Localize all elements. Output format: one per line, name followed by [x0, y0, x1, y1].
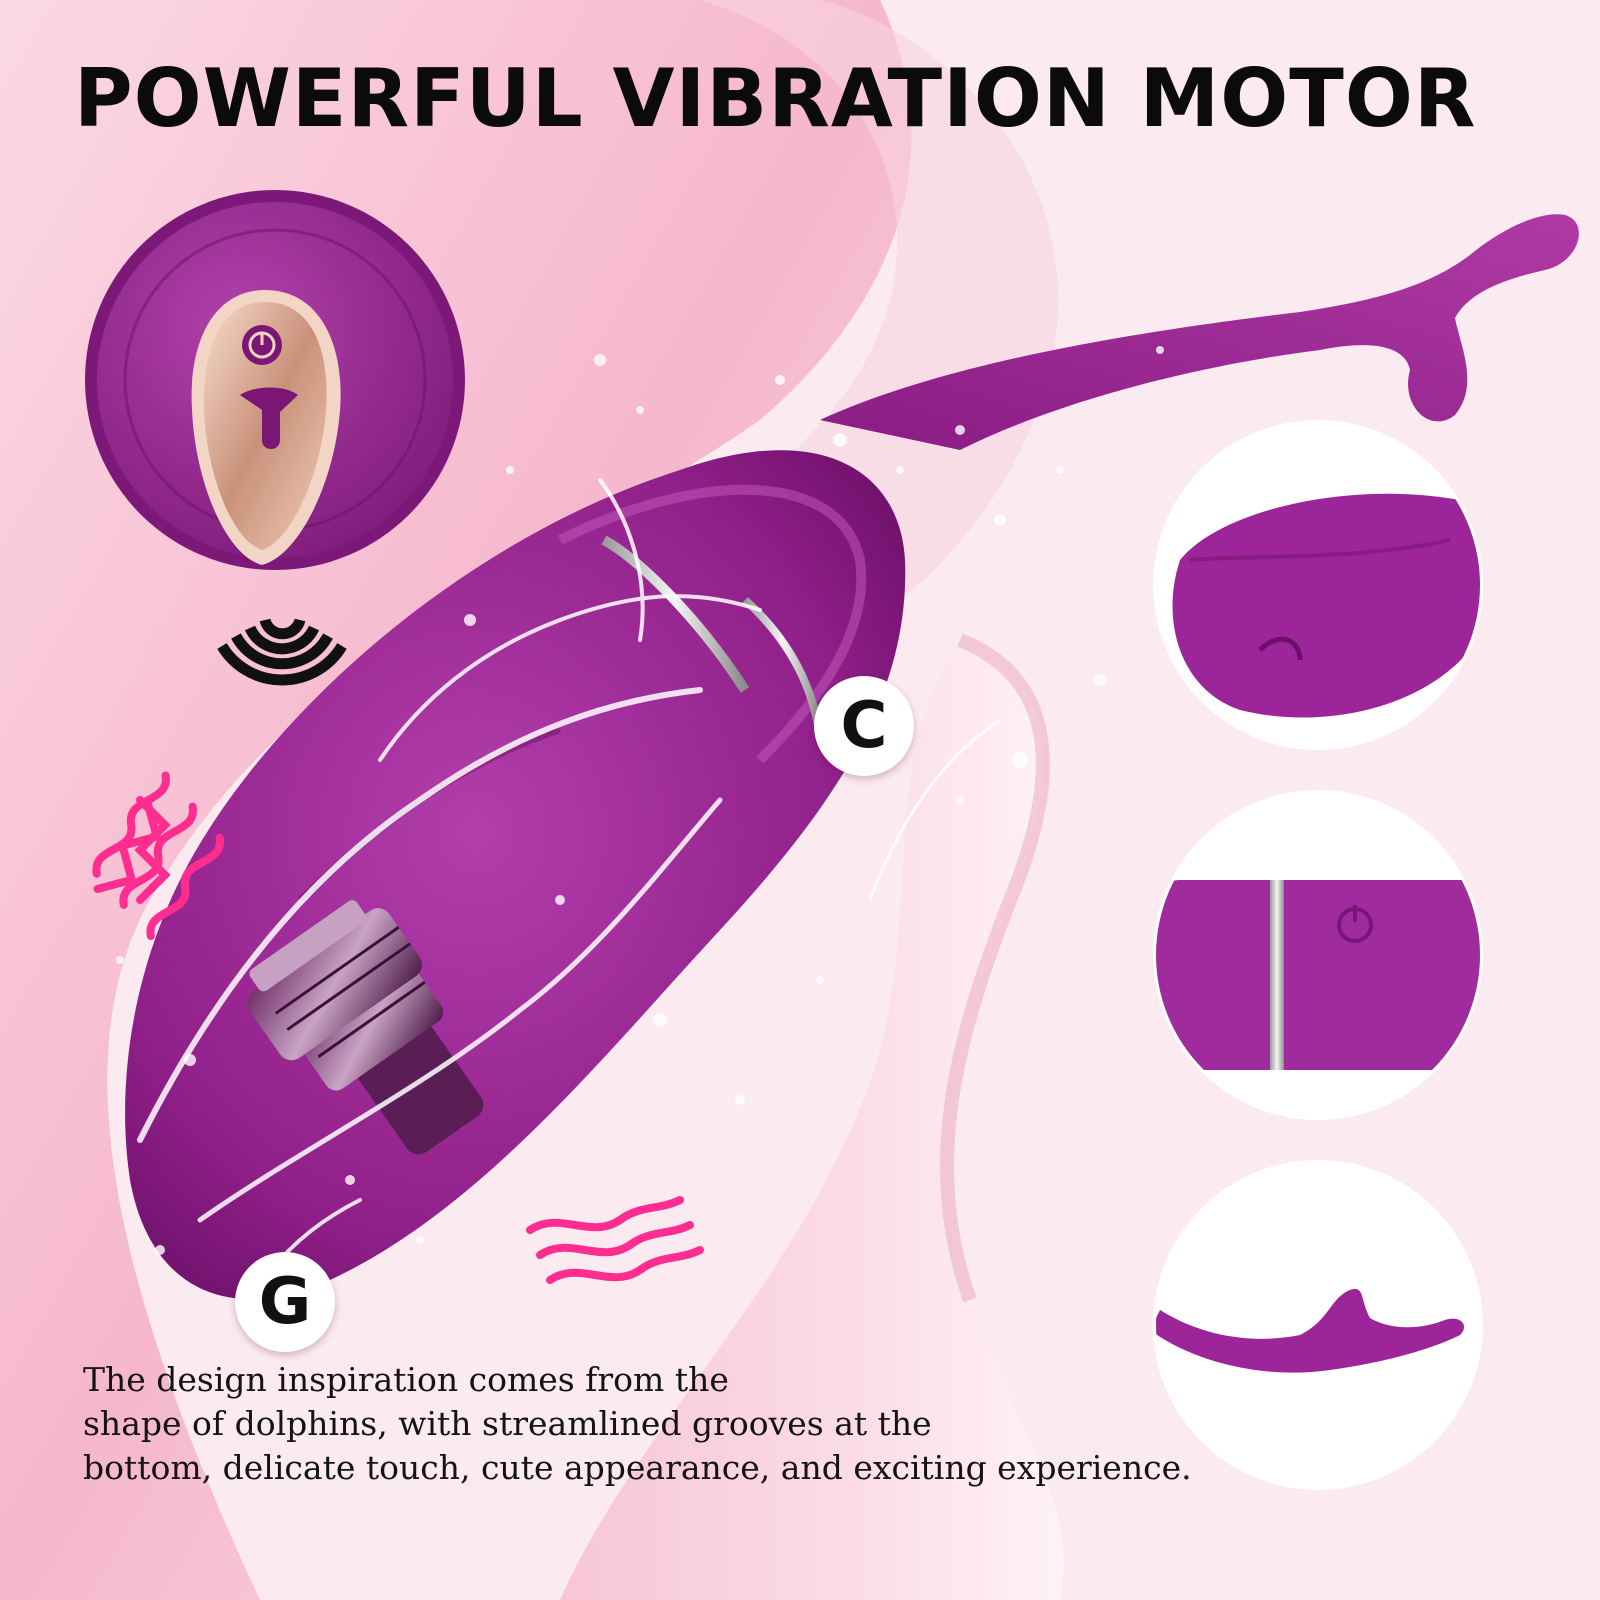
wireless-signal-icon — [217, 618, 347, 686]
c-spot-label: C — [840, 689, 888, 763]
detail-circle-top — [1153, 420, 1483, 750]
remote-control — [85, 190, 465, 570]
description-line: The design inspiration comes from the — [83, 1360, 729, 1399]
detail-circle-bottom — [1153, 1160, 1483, 1490]
description-line: bottom, delicate touch, cute appearance,… — [83, 1448, 1192, 1487]
description-line: shape of dolphins, with streamlined groo… — [83, 1404, 932, 1443]
g-spot-label: G — [258, 1265, 312, 1339]
g-spot-marker: G — [235, 1252, 335, 1352]
description: The design inspiration comes from the sh… — [83, 1358, 1203, 1490]
detail-circle-middle — [1153, 790, 1483, 1120]
water-droplets — [116, 346, 1164, 1345]
headline: POWERFUL VIBRATION MOTOR — [74, 52, 1477, 145]
c-spot-marker: C — [814, 676, 914, 776]
vibration-wave-icon — [526, 1196, 704, 1284]
vibration-wave-icon — [92, 771, 224, 941]
